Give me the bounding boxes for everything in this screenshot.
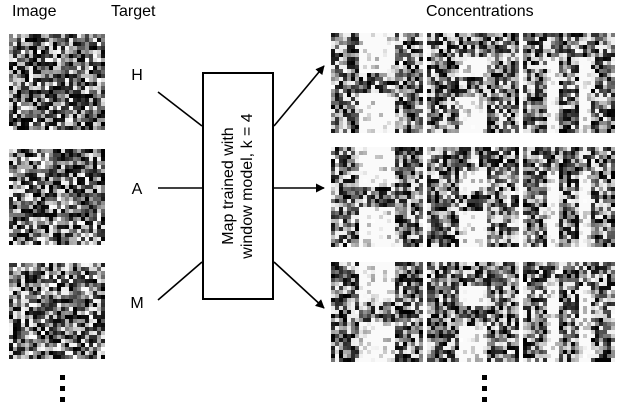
target-label-row-2: A	[131, 181, 143, 198]
input-line-row-3	[157, 261, 203, 301]
noise-image-row-1	[9, 34, 105, 130]
header-target: Target	[111, 3, 156, 20]
header-concentrations: Concentrations	[426, 3, 534, 20]
dot	[60, 386, 65, 391]
ellipsis-dots-left	[60, 375, 66, 408]
dot	[482, 397, 487, 402]
header-image: Image	[12, 3, 57, 20]
map-box-label: Map trained with window model, k = 4	[220, 113, 256, 259]
dot	[60, 375, 65, 380]
noise-image-row-3	[9, 263, 105, 359]
output-arrow-row-3	[273, 261, 325, 309]
dot	[482, 386, 487, 391]
ellipsis-dots-right	[482, 375, 488, 408]
output-arrow-row-1	[273, 65, 325, 127]
target-label-row-1: H	[131, 67, 143, 84]
concentration-image-row-3	[331, 262, 615, 362]
target-label-row-3: M	[130, 295, 144, 312]
concentration-image-row-1	[331, 33, 615, 133]
input-line-row-1	[157, 91, 203, 127]
noise-image-row-2	[9, 149, 105, 245]
concentration-image-row-2	[331, 147, 615, 247]
map-box: Map trained with window model, k = 4	[202, 72, 274, 300]
dot	[60, 397, 65, 402]
dot	[482, 375, 487, 380]
